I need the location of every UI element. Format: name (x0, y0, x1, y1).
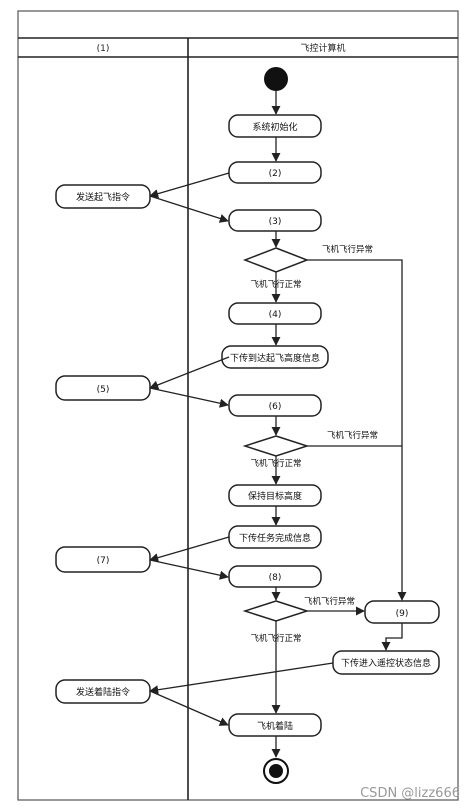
svg-text:飞机着陆: 飞机着陆 (257, 720, 293, 732)
activity-step-3: (3) (228, 209, 322, 232)
svg-text:下传进入遥控状态信息: 下传进入遥控状态信息 (341, 657, 431, 669)
svg-text:(2): (2) (269, 169, 282, 179)
svg-text:(5): (5) (97, 385, 110, 395)
svg-text:(3): (3) (269, 217, 282, 227)
svg-text:(6): (6) (269, 402, 282, 412)
end-node (263, 758, 289, 784)
activity-report-done: 下传任务完成信息 (228, 525, 322, 549)
activity-hold-altitude: 保持目标高度 (228, 484, 322, 507)
edge-send-takeoff-s3 (149, 195, 229, 223)
start-node (264, 67, 288, 91)
activity-step-9: (9) (364, 600, 440, 624)
activity-send-landing: 发送着陆指令 (55, 679, 151, 704)
label-normal-1: 飞机飞行正常 (250, 279, 301, 290)
svg-text:(4): (4) (269, 310, 282, 320)
activity-step-2: (2) (228, 161, 322, 184)
svg-text:(7): (7) (97, 556, 110, 566)
svg-text:发送起飞指令: 发送起飞指令 (76, 191, 130, 203)
edge-s9-report-remote (381, 623, 403, 651)
label-normal-3: 飞机飞行正常 (250, 633, 301, 644)
activity-landing: 飞机着陆 (228, 713, 322, 737)
activity-step-5: (5) (55, 375, 151, 401)
label-abnormal-3: 飞机飞行异常 (304, 596, 355, 607)
edge-report-alt-s5 (149, 356, 230, 390)
edge-decision-1-abnormal (307, 259, 407, 601)
svg-text:保持目标高度: 保持目标高度 (248, 490, 302, 502)
activity-report-altitude: 下传到达起飞高度信息 (221, 345, 329, 369)
activity-send-takeoff: 发送起飞指令 (55, 184, 151, 209)
svg-text:(8): (8) (269, 573, 282, 583)
label-abnormal-1: 飞机飞行异常 (322, 244, 373, 255)
watermark-text: CSDN @lizz666 (360, 786, 460, 801)
edge-s7-s8 (149, 559, 229, 580)
svg-text:(9): (9) (396, 609, 409, 619)
edge-report-done-s7 (149, 536, 230, 563)
edge-s2-send-takeoff (149, 172, 230, 199)
svg-text:系统初始化: 系统初始化 (252, 121, 297, 133)
edge-s5-s6 (149, 387, 229, 408)
activity-step-6: (6) (228, 394, 322, 417)
svg-text:发送着陆指令: 发送着陆指令 (76, 686, 130, 698)
lane-title-left: (1) (97, 44, 110, 54)
svg-text:下传到达起飞高度信息: 下传到达起飞高度信息 (230, 352, 320, 364)
activity-report-remote: 下传进入遥控状态信息 (332, 650, 440, 675)
edge-report-remote-send-land (149, 662, 334, 695)
edge-send-land-landing (149, 690, 229, 726)
activity-step-7: (7) (55, 546, 151, 573)
activity-step-8: (8) (228, 565, 322, 588)
label-normal-2: 飞机飞行正常 (250, 458, 301, 469)
activity-init: 系统初始化 (228, 114, 322, 138)
label-abnormal-2: 飞机飞行异常 (327, 430, 378, 441)
svg-text:下传任务完成信息: 下传任务完成信息 (239, 532, 311, 544)
activity-step-4: (4) (228, 302, 322, 325)
lane-title-right: 飞控计算机 (300, 42, 345, 54)
